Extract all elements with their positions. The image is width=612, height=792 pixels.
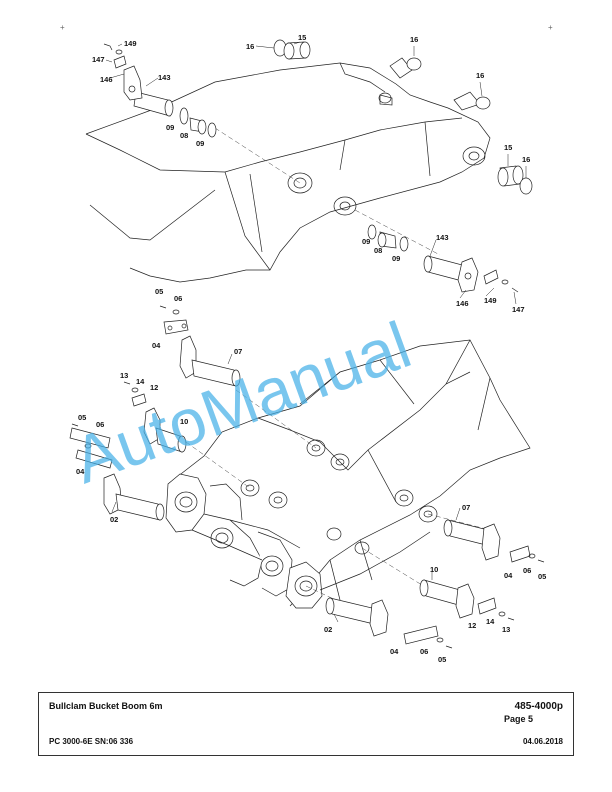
part-label-10: 10 xyxy=(180,417,188,426)
part-label-09: 09 xyxy=(196,139,204,148)
leader-lines xyxy=(105,41,527,623)
part-label-04: 04 xyxy=(504,571,513,580)
part-label-09: 09 xyxy=(362,237,370,246)
part-label-143: 143 xyxy=(158,73,171,82)
title-block: Bullclam Bucket Boom 6m 485-4000p Page 5… xyxy=(38,692,574,756)
part-label-09: 09 xyxy=(392,254,400,263)
page-number: Page 5 xyxy=(503,714,533,724)
bushing-15-top xyxy=(273,39,491,110)
machine-model: PC 3000-6E SN:06 336 xyxy=(49,737,134,746)
bushing-15-right xyxy=(497,165,533,195)
part-label-16: 16 xyxy=(410,35,418,44)
part-label-146: 146 xyxy=(100,75,113,84)
part-label-149: 149 xyxy=(484,296,497,305)
part-label-05: 05 xyxy=(438,655,446,664)
part-label-14: 14 xyxy=(486,617,495,626)
part-labels: 149 147 146 143 09 08 09 16 15 16 16 15 … xyxy=(76,33,546,664)
part-label-09: 09 xyxy=(166,123,174,132)
part-label-06: 06 xyxy=(96,420,104,429)
part-label-143: 143 xyxy=(436,233,449,242)
part-label-06: 06 xyxy=(174,294,182,303)
pin-02-left xyxy=(69,423,165,521)
part-label-16: 16 xyxy=(522,155,530,164)
part-label-14: 14 xyxy=(136,377,145,386)
part-label-04: 04 xyxy=(390,647,399,656)
part-label-07: 07 xyxy=(234,347,242,356)
watermark-text: AutoManual xyxy=(63,307,419,497)
part-label-08: 08 xyxy=(374,246,382,255)
part-label-147: 147 xyxy=(92,55,105,64)
part-label-146: 146 xyxy=(456,299,469,308)
crop-mark-top-left: + xyxy=(60,23,65,32)
part-label-13: 13 xyxy=(120,371,128,380)
part-label-149: 149 xyxy=(124,39,137,48)
bucket-boom-assembly xyxy=(165,339,531,609)
crop-mark-top-right: + xyxy=(548,23,553,32)
pin-07-left xyxy=(159,305,241,387)
part-label-06: 06 xyxy=(523,566,531,575)
upper-pin-143-right xyxy=(367,224,519,293)
pin-10-left xyxy=(123,381,187,453)
part-label-05: 05 xyxy=(155,287,163,296)
part-label-04: 04 xyxy=(76,467,85,476)
part-label-10: 10 xyxy=(430,565,438,574)
revision-date: 04.06.2018 xyxy=(522,737,563,746)
part-label-08: 08 xyxy=(180,131,188,140)
pin-07-right xyxy=(443,519,545,563)
upper-arm-assembly xyxy=(85,57,491,283)
pin-02-bottom xyxy=(325,597,453,649)
part-label-16: 16 xyxy=(476,71,484,80)
part-label-04: 04 xyxy=(152,341,161,350)
pin-10-right xyxy=(419,579,515,621)
part-label-07: 07 xyxy=(462,503,470,512)
part-label-147: 147 xyxy=(512,305,525,314)
part-label-13: 13 xyxy=(502,625,510,634)
part-label-15: 15 xyxy=(298,33,306,42)
document-number: 485-4000p xyxy=(514,701,563,712)
part-label-05: 05 xyxy=(538,572,546,581)
drawing-title: Bullclam Bucket Boom 6m xyxy=(49,701,163,711)
part-label-02: 02 xyxy=(110,515,118,524)
upper-pin-143-left xyxy=(103,43,217,138)
part-label-16: 16 xyxy=(246,42,254,51)
part-label-12: 12 xyxy=(150,383,158,392)
part-label-06: 06 xyxy=(420,647,428,656)
part-label-12: 12 xyxy=(468,621,476,630)
part-label-02: 02 xyxy=(324,625,332,634)
part-label-15: 15 xyxy=(504,143,512,152)
part-label-05: 05 xyxy=(78,413,86,422)
